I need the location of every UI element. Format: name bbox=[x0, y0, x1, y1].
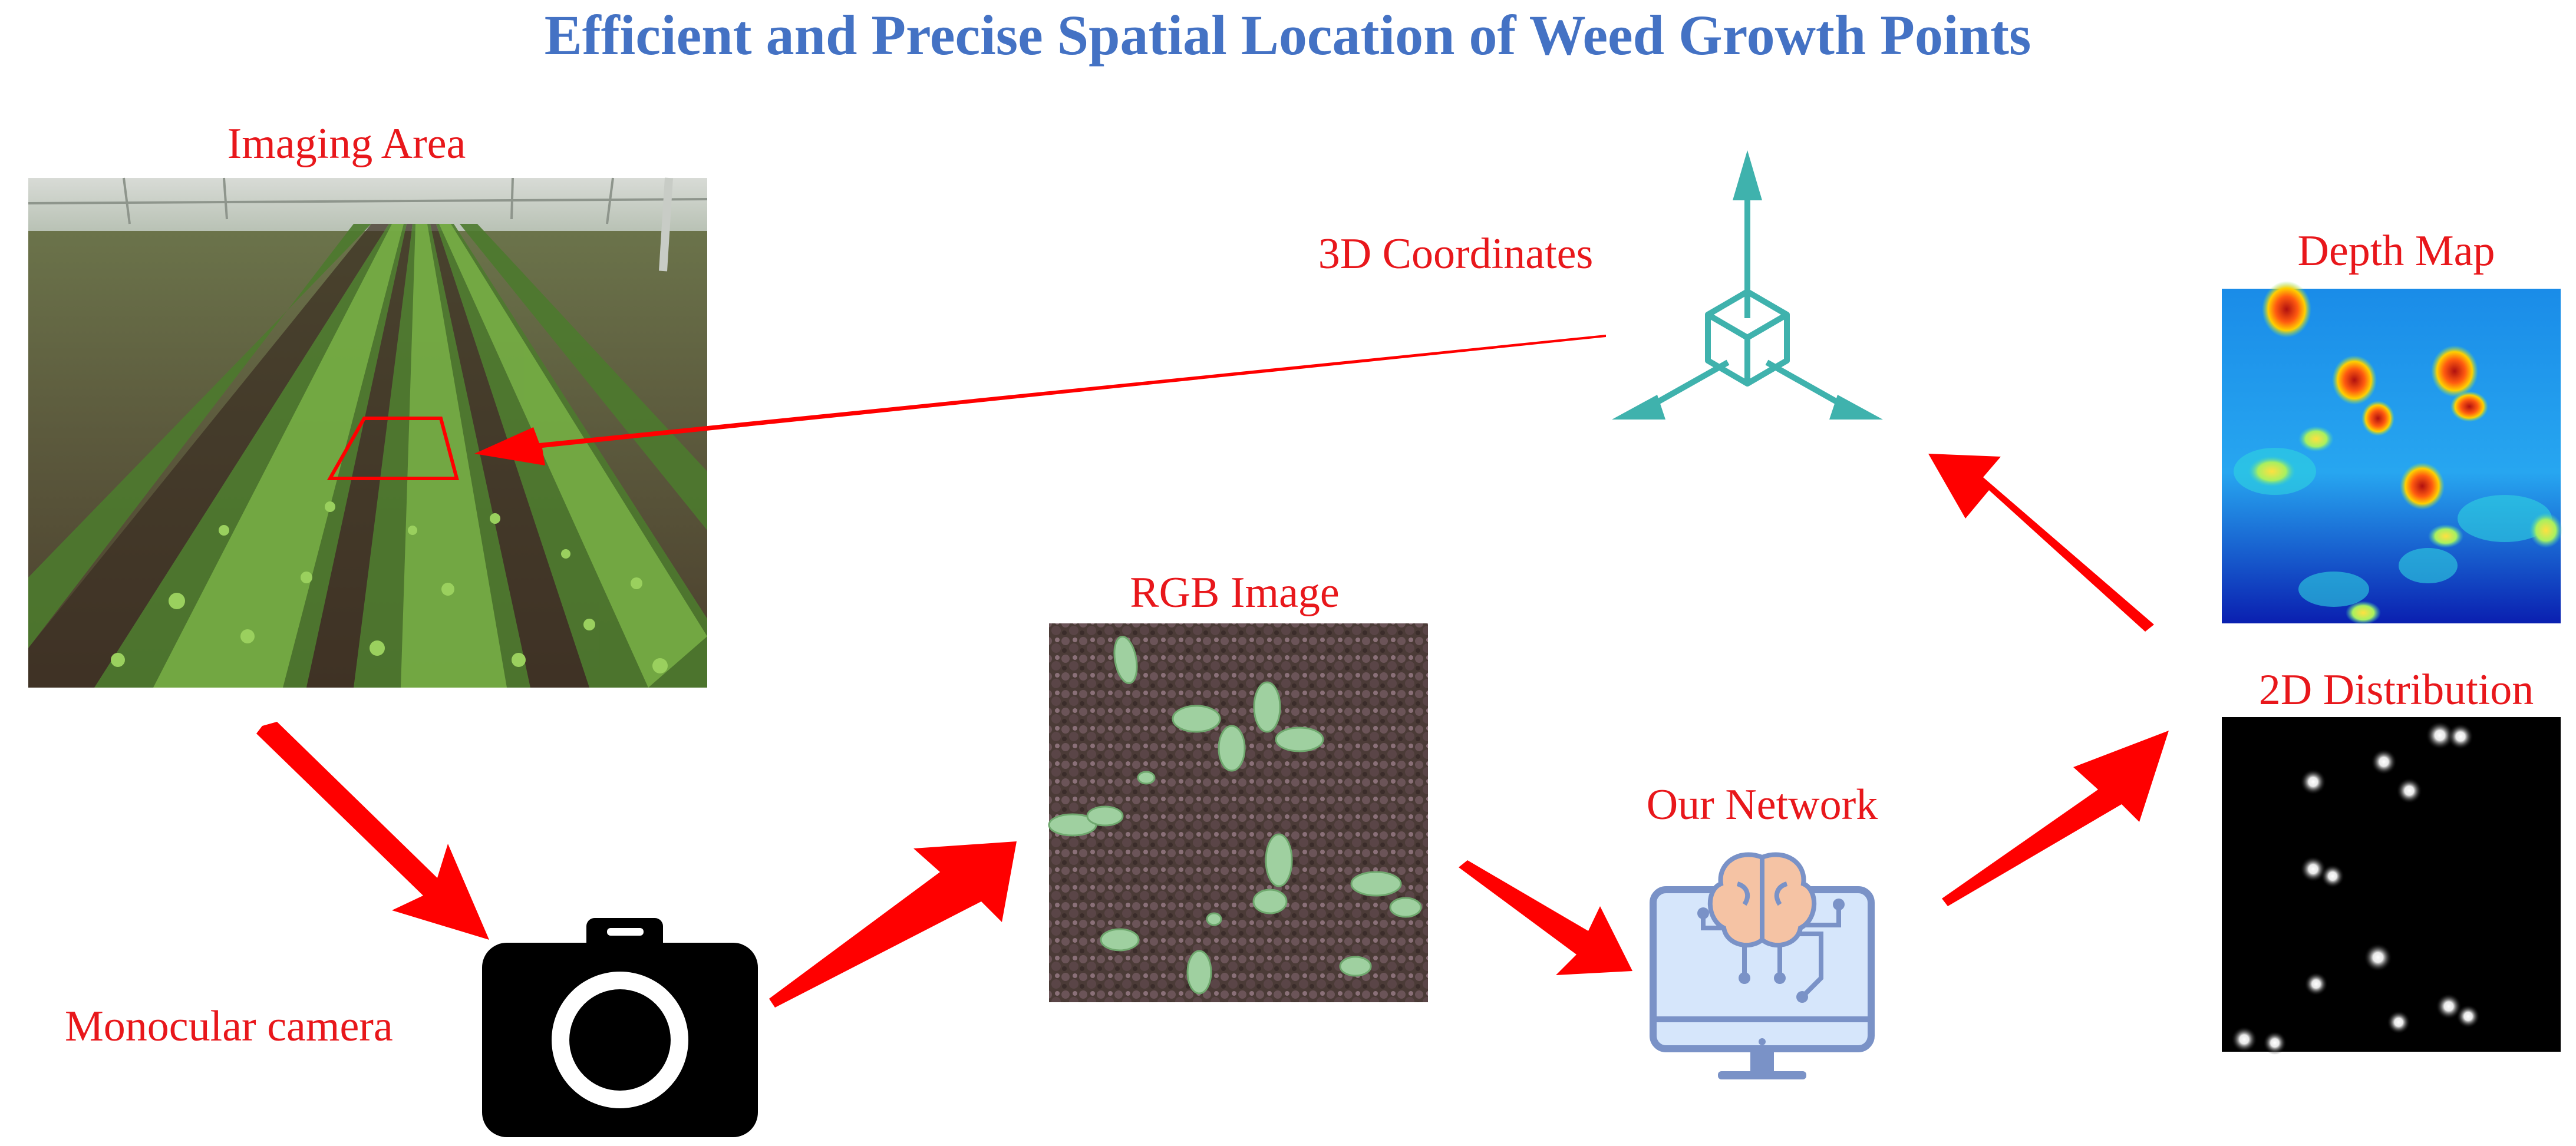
depth-map-label: Depth Map bbox=[2298, 227, 2495, 275]
3d-coordinates-label: 3D Coordinates bbox=[1318, 230, 1594, 278]
arrow-rgb-to-network bbox=[1459, 860, 1632, 975]
rgb-image bbox=[1048, 623, 1428, 1002]
arrow-3d-to-field bbox=[474, 335, 1606, 465]
rgb-image-label: RGB Image bbox=[1130, 569, 1340, 617]
arrow-2d-to-3d bbox=[1928, 454, 2154, 632]
imaging-region-marker bbox=[326, 417, 459, 480]
2d-distribution-label: 2D Distribution bbox=[2259, 666, 2534, 714]
arrow-field-to-camera bbox=[256, 722, 489, 940]
2d-distribution-image bbox=[2222, 717, 2561, 1055]
camera-icon bbox=[482, 918, 758, 1137]
imaging-area-label: Imaging Area bbox=[227, 120, 466, 168]
depth-map-image bbox=[2222, 281, 2562, 625]
monocular-camera-label: Monocular camera bbox=[65, 1002, 393, 1051]
arrow-network-to-2d bbox=[1942, 731, 2169, 906]
field-photo bbox=[28, 177, 708, 688]
flow-arrows bbox=[256, 335, 2169, 1008]
diagram-title: Efficient and Precise Spatial Location o… bbox=[545, 4, 2031, 67]
our-network-label: Our Network bbox=[1647, 781, 1878, 829]
3d-axes-icon bbox=[1612, 150, 1883, 420]
arrow-camera-to-rgb bbox=[769, 841, 1017, 1008]
brain-monitor-icon bbox=[1650, 852, 1875, 1079]
